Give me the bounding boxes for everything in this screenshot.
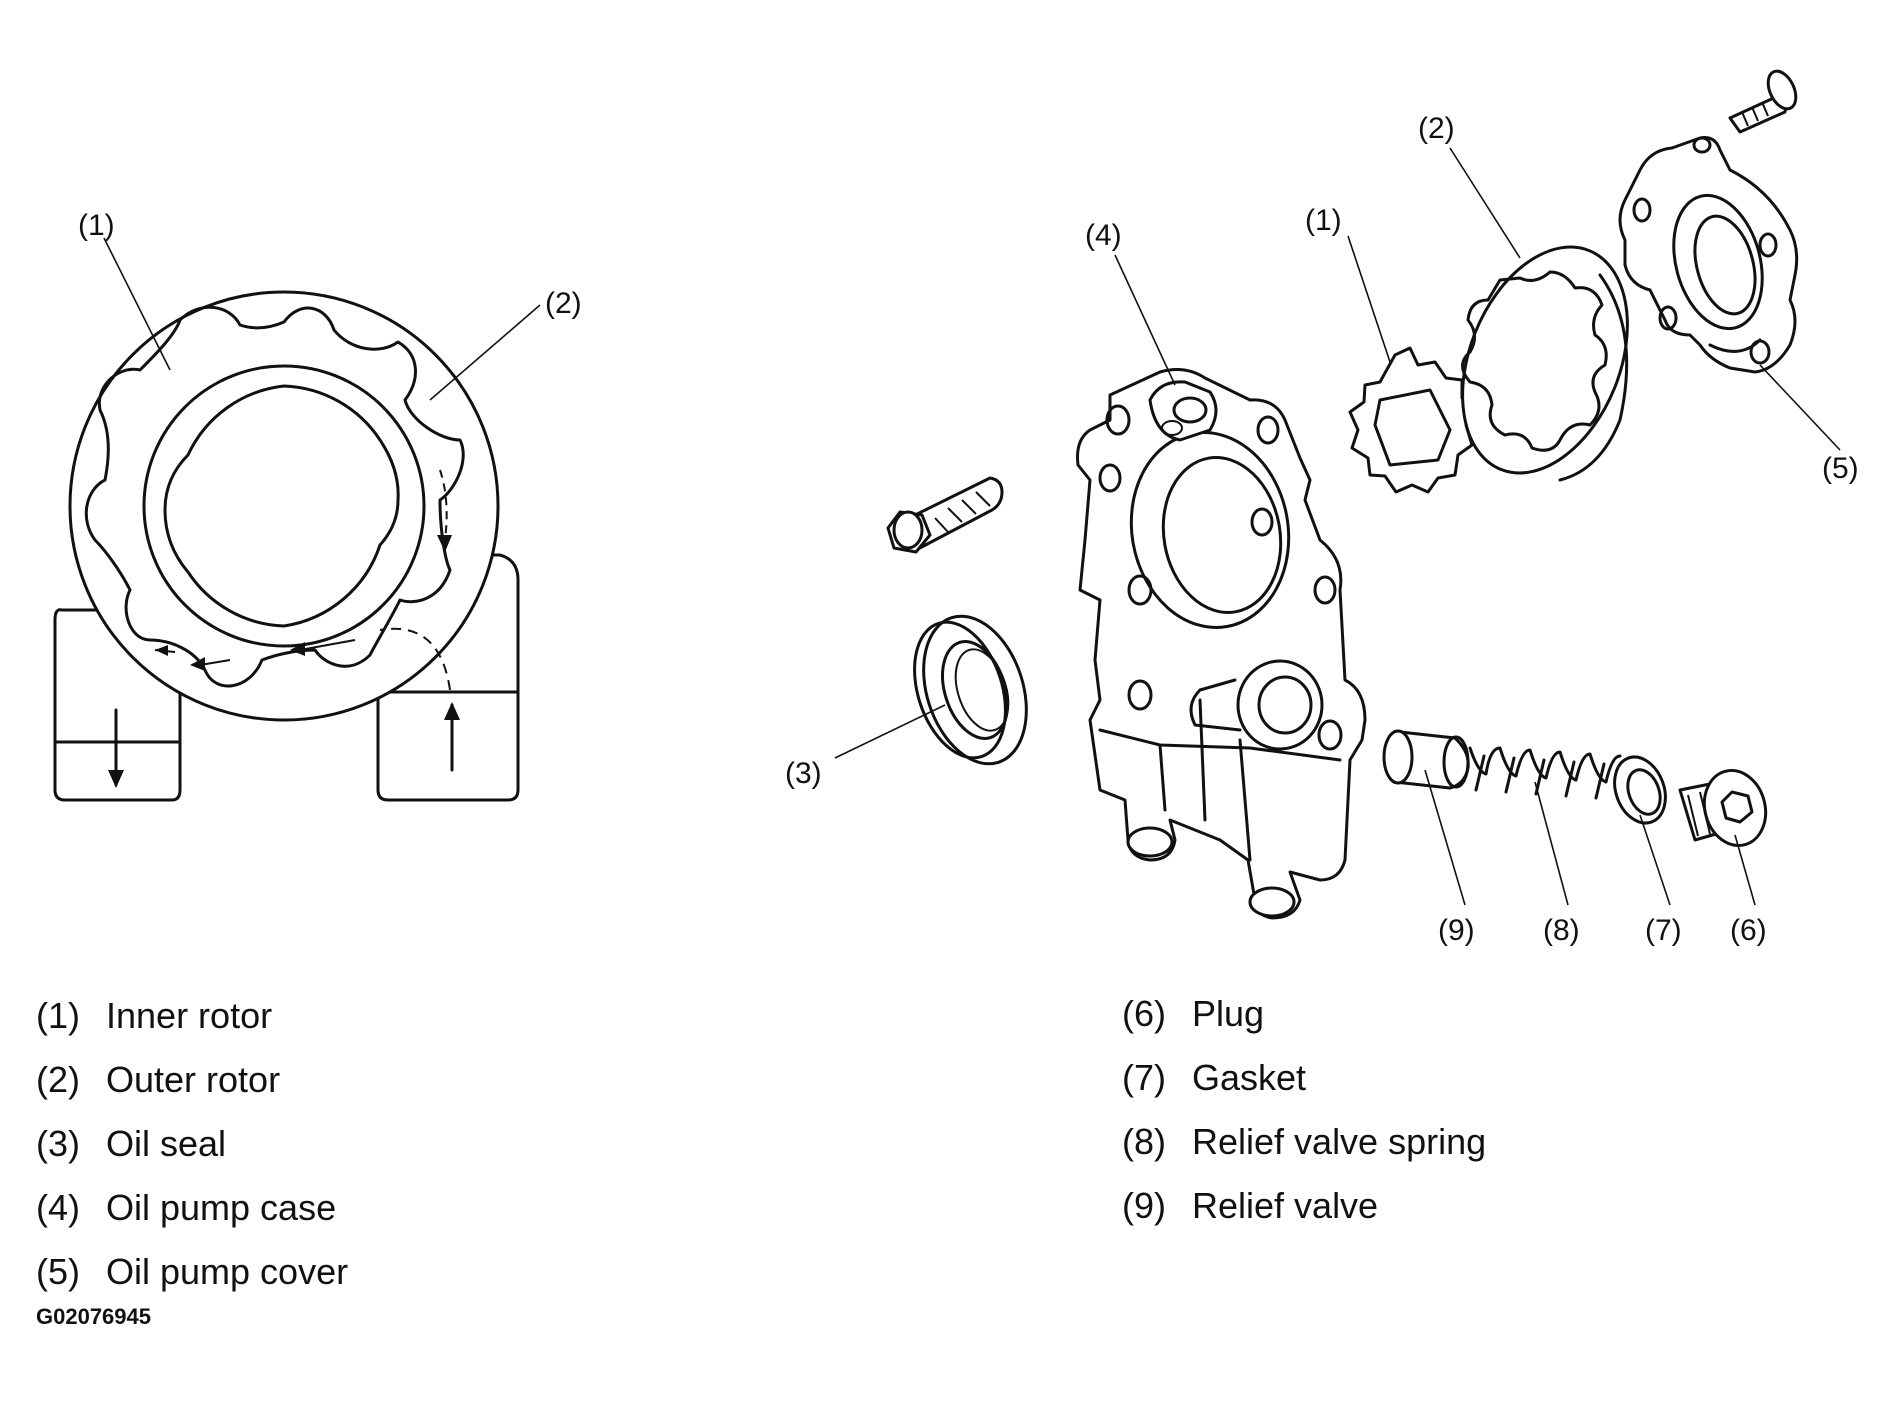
- callout-gasket: (7): [1645, 914, 1682, 947]
- legend-number: (8): [1122, 1121, 1166, 1162]
- callout-inner-rotor-left: (1): [78, 209, 115, 242]
- legend-number: (4): [36, 1187, 80, 1228]
- legend-number: (3): [36, 1123, 80, 1164]
- callout-oil-pump-cover: (5): [1822, 452, 1859, 485]
- inner-rotor-bore: [163, 384, 400, 628]
- legend-label: Relief valve spring: [1192, 1121, 1487, 1162]
- legend-label: Inner rotor: [106, 995, 273, 1036]
- figure-code: G02076945: [36, 1304, 151, 1329]
- callout-relief-valve-spring: (8): [1543, 914, 1580, 947]
- callout-outer-rotor-left: (2): [545, 287, 582, 320]
- legend-item: (1) Inner rotor: [36, 996, 272, 1036]
- legend-number: (7): [1122, 1057, 1166, 1098]
- legend-label: Outer rotor: [106, 1059, 281, 1100]
- inner-rotor-part: [1348, 346, 1477, 494]
- legend-label: Relief valve: [1192, 1185, 1379, 1226]
- cover-screw: [1728, 69, 1798, 134]
- legend-item: (4) Oil pump case: [36, 1188, 336, 1228]
- legend-item: (8) Relief valve spring: [1122, 1122, 1486, 1162]
- outer-rotor: [84, 305, 465, 688]
- legend-number: (1): [36, 995, 80, 1036]
- legend-item: (6) Plug: [1122, 994, 1264, 1034]
- callout-relief-valve: (9): [1438, 914, 1475, 947]
- relief-valve-spring: [1468, 746, 1622, 800]
- gasket: [1613, 755, 1667, 825]
- legend-label: Oil seal: [106, 1123, 227, 1164]
- legend-number: (2): [36, 1059, 80, 1100]
- plug: [1678, 768, 1768, 848]
- rotor-cross-section: (1) (2): [53, 209, 582, 802]
- exploded-view: (4) (1) (2) (5) (3) (9) (8) (7) (6): [785, 69, 1859, 947]
- legend-label: Plug: [1192, 993, 1265, 1034]
- outer-rotor-ring: [68, 290, 500, 722]
- callout-oil-pump-case: (4): [1085, 219, 1122, 252]
- callout-inner-rotor: (1): [1305, 204, 1342, 237]
- legend-item: (5) Oil pump cover: [36, 1252, 348, 1292]
- relief-valve: [1382, 729, 1470, 790]
- legend-item: (7) Gasket: [1122, 1058, 1306, 1098]
- legend-number: (5): [36, 1251, 80, 1292]
- callout-oil-seal: (3): [785, 757, 822, 790]
- legend-number: (9): [1122, 1185, 1166, 1226]
- legend-label: Oil pump case: [106, 1187, 337, 1228]
- oil-seal: [913, 614, 1028, 766]
- outer-rotor-part: [1461, 245, 1629, 482]
- case-bolt: [886, 476, 1004, 554]
- callout-plug: (6): [1730, 914, 1767, 947]
- legend-item: (2) Outer rotor: [36, 1060, 280, 1100]
- legend-number: (6): [1122, 993, 1166, 1034]
- oil-pump-case: [1076, 368, 1367, 920]
- legend-label: Oil pump cover: [106, 1251, 349, 1292]
- oil-pump-cover: [1618, 136, 1799, 374]
- callout-outer-rotor: (2): [1418, 112, 1455, 145]
- legend-item: (3) Oil seal: [36, 1124, 226, 1164]
- legend-item: (9) Relief valve: [1122, 1186, 1378, 1226]
- inner-rotor: [142, 364, 426, 648]
- legend-label: Gasket: [1192, 1057, 1307, 1098]
